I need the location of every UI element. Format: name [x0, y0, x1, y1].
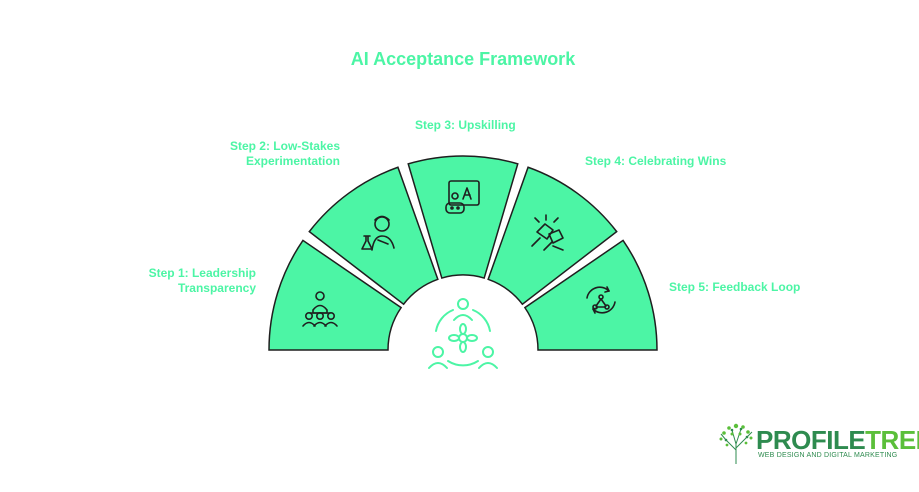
step-3-label: Step 3: Upskilling — [415, 118, 516, 132]
arc-segment-step-2 — [308, 166, 439, 306]
arc-segments — [268, 155, 658, 351]
arc-segment-step-1 — [268, 239, 403, 351]
arc-segment-step-4 — [487, 166, 618, 306]
logo-tagline: WEB DESIGN AND DIGITAL MARKETING — [758, 452, 898, 459]
team-flower-icon — [428, 298, 498, 369]
step-5-label: Step 5: Feedback Loop — [669, 280, 801, 294]
toast-glasses-icon — [531, 214, 564, 251]
logo-name-part2: TREE — [865, 425, 919, 455]
robot-learning-board-icon — [445, 180, 480, 214]
presenter-audience-icon — [302, 291, 338, 327]
scientist-flask-icon — [361, 215, 395, 251]
cycle-network-icon — [586, 286, 616, 314]
step-2-label: Step 2: Low-Stakes Experimentation — [229, 139, 340, 168]
step-4-label: Step 4: Celebrating Wins — [585, 154, 727, 168]
logo-name-part1: PROFILE — [756, 425, 866, 455]
logo-wordmark: PROFILETREE — [756, 425, 919, 456]
step-1-label: Step 1: Leadership Transparency — [148, 266, 256, 295]
diagram-title: AI Acceptance Framework — [350, 49, 576, 69]
arc-segment-step-5 — [523, 239, 658, 351]
tree-icon — [719, 423, 753, 464]
arc-segment-step-3 — [407, 155, 519, 279]
profiletree-logo: PROFILETREE WEB DESIGN AND DIGITAL MARKE… — [718, 420, 919, 470]
